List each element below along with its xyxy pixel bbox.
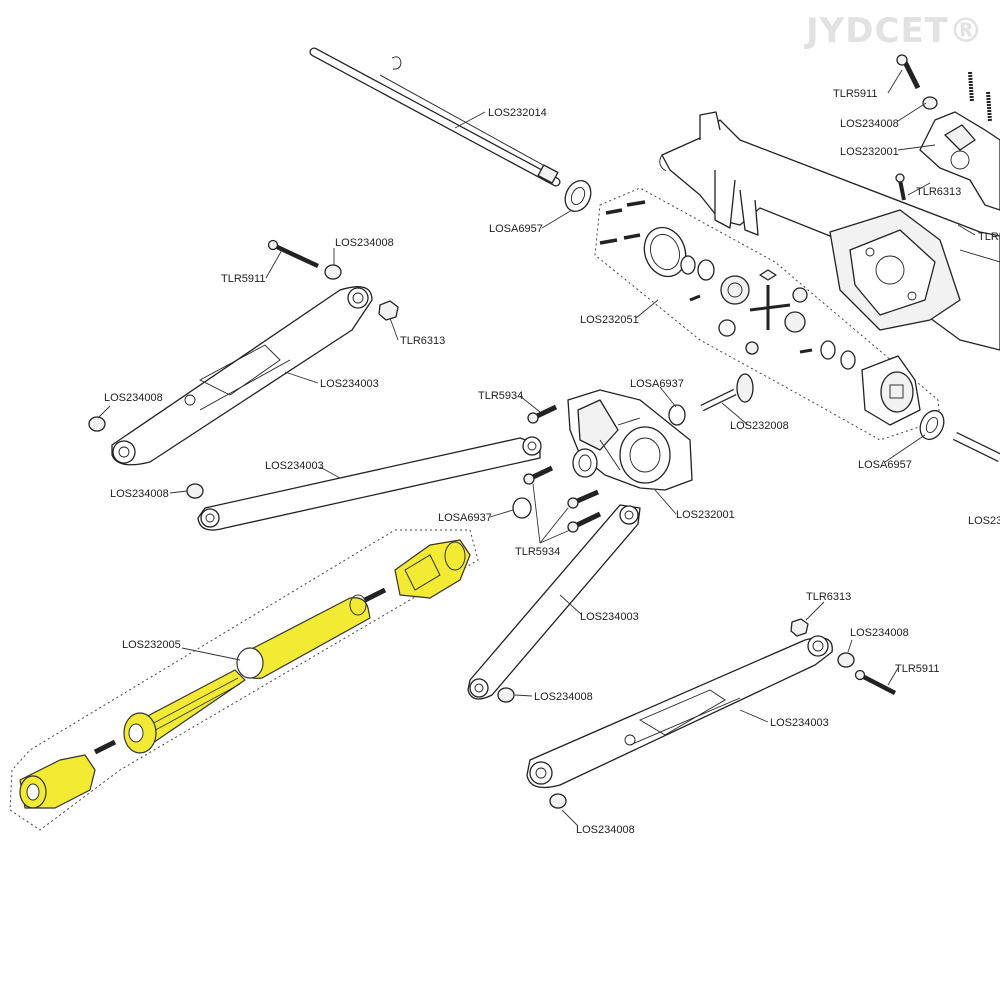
driveshaft-los232005 <box>19 539 471 809</box>
screws-tlr5934 <box>523 404 602 533</box>
label-tlr6313-a: TLR6313 <box>400 335 445 347</box>
bushing-los234008-f <box>549 793 567 809</box>
bearing-losa6937-a <box>668 404 686 426</box>
nut-tlr6313-b <box>790 618 809 637</box>
label-los234008-f: LOS234008 <box>576 824 635 836</box>
bushing-los234008-e <box>837 652 855 668</box>
screw-tlr5911-lower-right <box>854 669 897 696</box>
label-los232014: LOS232014 <box>488 107 547 119</box>
label-los232005: LOS232005 <box>122 639 181 651</box>
differential-internals <box>599 200 921 426</box>
leader-lines <box>97 69 976 827</box>
label-los234008-d: LOS234008 <box>534 691 593 703</box>
label-tlr6313-top: TLR6313 <box>916 186 961 198</box>
label-tlr5911-b: TLR5911 <box>895 663 939 675</box>
label-los232051: LOS232051 <box>580 314 639 326</box>
label-los234008-a: LOS234008 <box>335 237 394 249</box>
bushing-los234008-d <box>497 687 515 703</box>
driveshaft-tube <box>236 594 371 679</box>
bushing-los234008-c <box>186 483 204 499</box>
universal-joint-front <box>394 539 471 599</box>
label-tlr5934-bottom: TLR5934 <box>515 546 560 558</box>
trailing-arm-lower <box>526 635 833 789</box>
driveshaft-spline <box>123 669 246 754</box>
link-rod-middle <box>197 436 542 531</box>
bushing-los234008-a <box>324 264 342 280</box>
label-tlr5911-top: TLR5911 <box>833 88 877 100</box>
bearing-losa6937-b <box>512 497 532 519</box>
axle-housing <box>659 111 1000 351</box>
label-los234003-middle: LOS234003 <box>265 460 324 472</box>
label-los234008-c: LOS234008 <box>110 488 169 500</box>
pinion-gear-los232008 <box>700 373 754 412</box>
watermark-logo: JYDCET® <box>804 11 984 51</box>
label-losa6957-upper: LOSA6957 <box>489 223 543 235</box>
bearing-losa6957-lower <box>919 409 1000 463</box>
trailing-arm-upper <box>111 286 373 466</box>
upper-mount-bracket <box>895 54 1000 211</box>
label-los234003-lower: LOS234003 <box>770 717 829 729</box>
label-los232001-center: LOS232001 <box>676 509 735 521</box>
part-labels: TLR5911 LOS234008 LOS232001 TLR6313 TLR5… <box>104 88 1000 836</box>
universal-joint-rear <box>19 754 96 809</box>
label-los232001-top: LOS232001 <box>840 146 899 158</box>
set-screw-rear <box>93 739 117 755</box>
driveshaft-group-outline <box>9 529 479 831</box>
nut-tlr6313-a <box>378 300 399 321</box>
bushing-los234008-b <box>88 416 106 432</box>
label-los23-edge: LOS23 <box>968 515 1000 527</box>
link-rod-lower-diagonal <box>467 504 641 700</box>
bearing-losa6957-upper <box>564 179 592 213</box>
label-los232008: LOS232008 <box>730 420 789 432</box>
label-los234003-upper: LOS234003 <box>320 378 379 390</box>
label-los234003-diagonal: LOS234003 <box>580 611 639 623</box>
screw-tlr5911-upper-left <box>267 239 319 269</box>
label-los234008-e: LOS234008 <box>850 627 909 639</box>
differential-group-outline <box>594 187 941 441</box>
label-tlr5934-top: TLR5934 <box>478 390 523 402</box>
label-los234008-top: LOS234008 <box>840 118 899 130</box>
axle-shaft-left <box>309 47 561 187</box>
label-losa6957-lower: LOSA6957 <box>858 459 912 471</box>
set-screw-front <box>363 587 387 603</box>
label-los234008-b: LOS234008 <box>104 392 163 404</box>
label-losa6937-b: LOSA6937 <box>438 512 492 524</box>
label-losa6937-a: LOSA6937 <box>630 378 684 390</box>
label-tlr5-edge: TLR5 <box>978 231 1000 243</box>
center-diff-housing <box>567 389 693 491</box>
label-tlr6313-b: TLR6313 <box>806 591 851 603</box>
label-tlr5911-a: TLR5911 <box>221 273 265 285</box>
